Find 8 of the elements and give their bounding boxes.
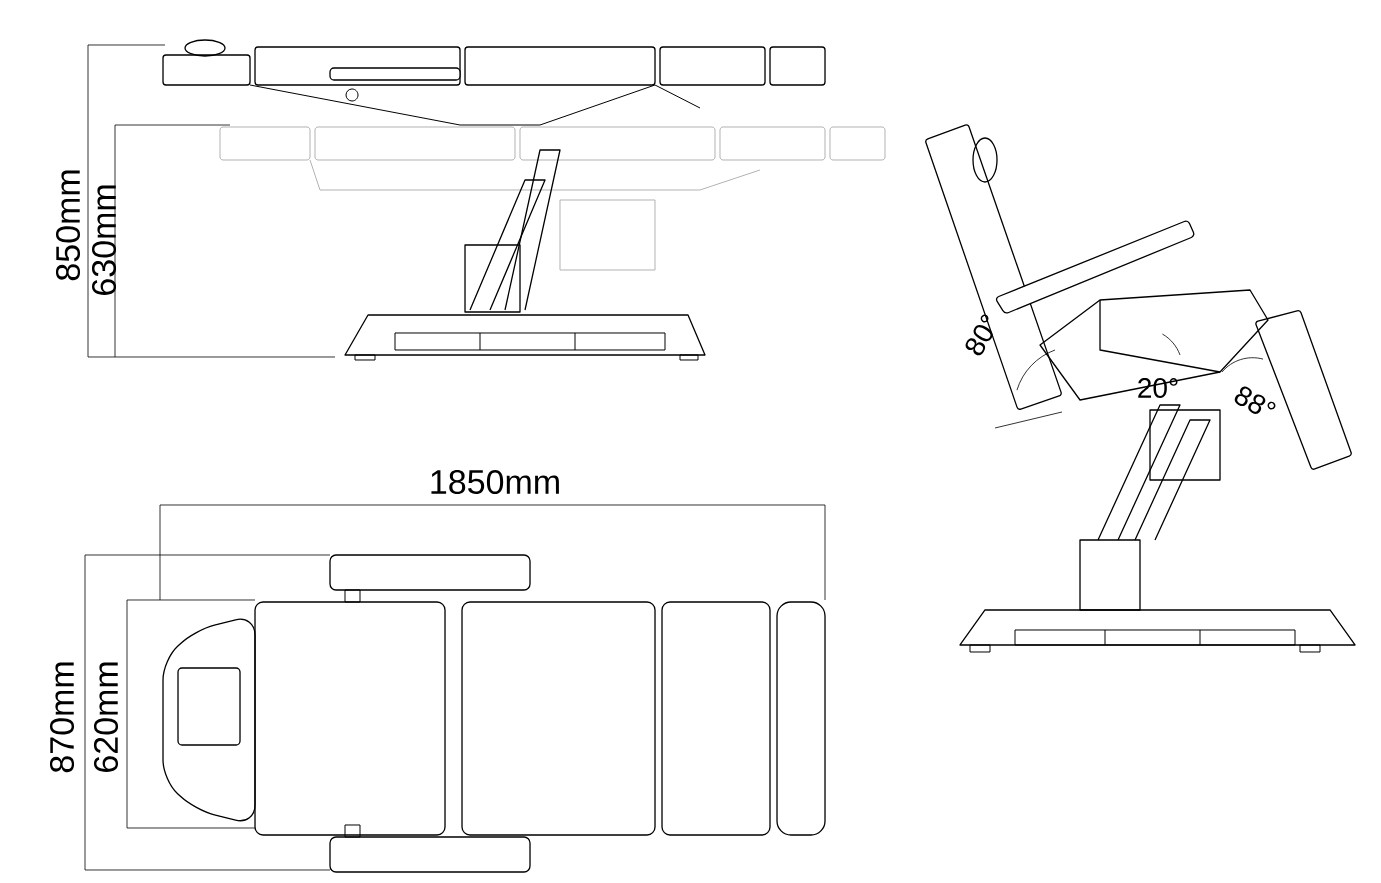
dimension-label: 80°: [965, 314, 993, 356]
dimension-label: 630mm: [91, 185, 117, 295]
dimension-label: 1850mm: [431, 469, 559, 495]
dimension-label: 870mm: [49, 662, 75, 773]
dimension-label: 850mm: [55, 170, 81, 281]
dimension-label: 620mm: [93, 662, 119, 772]
dimension-label: 20°: [1138, 378, 1178, 398]
dimension-label: 88°: [1234, 386, 1276, 414]
